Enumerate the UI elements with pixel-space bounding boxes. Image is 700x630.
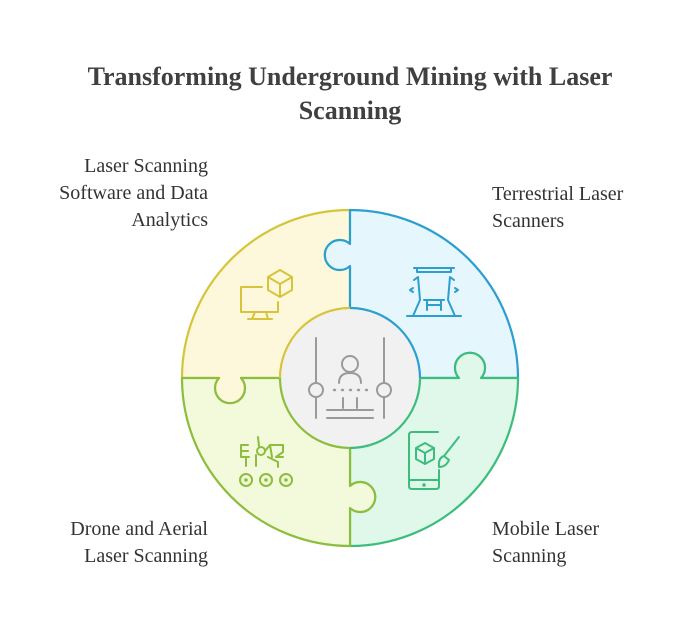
phone-cube-brush-icon bbox=[408, 431, 460, 490]
title-line-2: Scanning bbox=[298, 96, 402, 125]
scanner-icon bbox=[406, 267, 462, 317]
title-line-1: Transforming Underground Mining with Las… bbox=[87, 62, 613, 91]
computer-cube-icon bbox=[240, 269, 293, 320]
label-line: Laser Scanning bbox=[84, 155, 208, 177]
label-line: Scanners bbox=[492, 210, 565, 232]
label-line: Drone and Aerial bbox=[70, 518, 208, 540]
center-arc-mobile bbox=[349, 377, 422, 450]
label-line: Mobile Laser bbox=[492, 518, 600, 540]
label-terrestrial: Terrestrial Laser Scanners bbox=[492, 181, 623, 235]
label-drone: Drone and Aerial Laser Scanning bbox=[70, 516, 208, 570]
center-arc-software bbox=[278, 306, 351, 379]
label-software: Laser Scanning Software and Data Analyti… bbox=[59, 153, 208, 234]
label-line: Laser Scanning bbox=[84, 545, 208, 567]
label-line: Terrestrial Laser bbox=[492, 183, 624, 205]
rover-icon bbox=[239, 436, 293, 487]
center-arc-drone bbox=[278, 377, 351, 450]
center-arc-terrestrial bbox=[349, 306, 422, 379]
operator-controls-icon bbox=[308, 337, 392, 419]
diagram-title: Transforming Underground Mining with Las… bbox=[0, 60, 700, 128]
label-line: Scanning bbox=[492, 545, 567, 567]
label-line: Analytics bbox=[131, 209, 208, 231]
label-mobile: Mobile Laser Scanning bbox=[492, 516, 599, 570]
label-line: Software and Data bbox=[59, 182, 208, 204]
